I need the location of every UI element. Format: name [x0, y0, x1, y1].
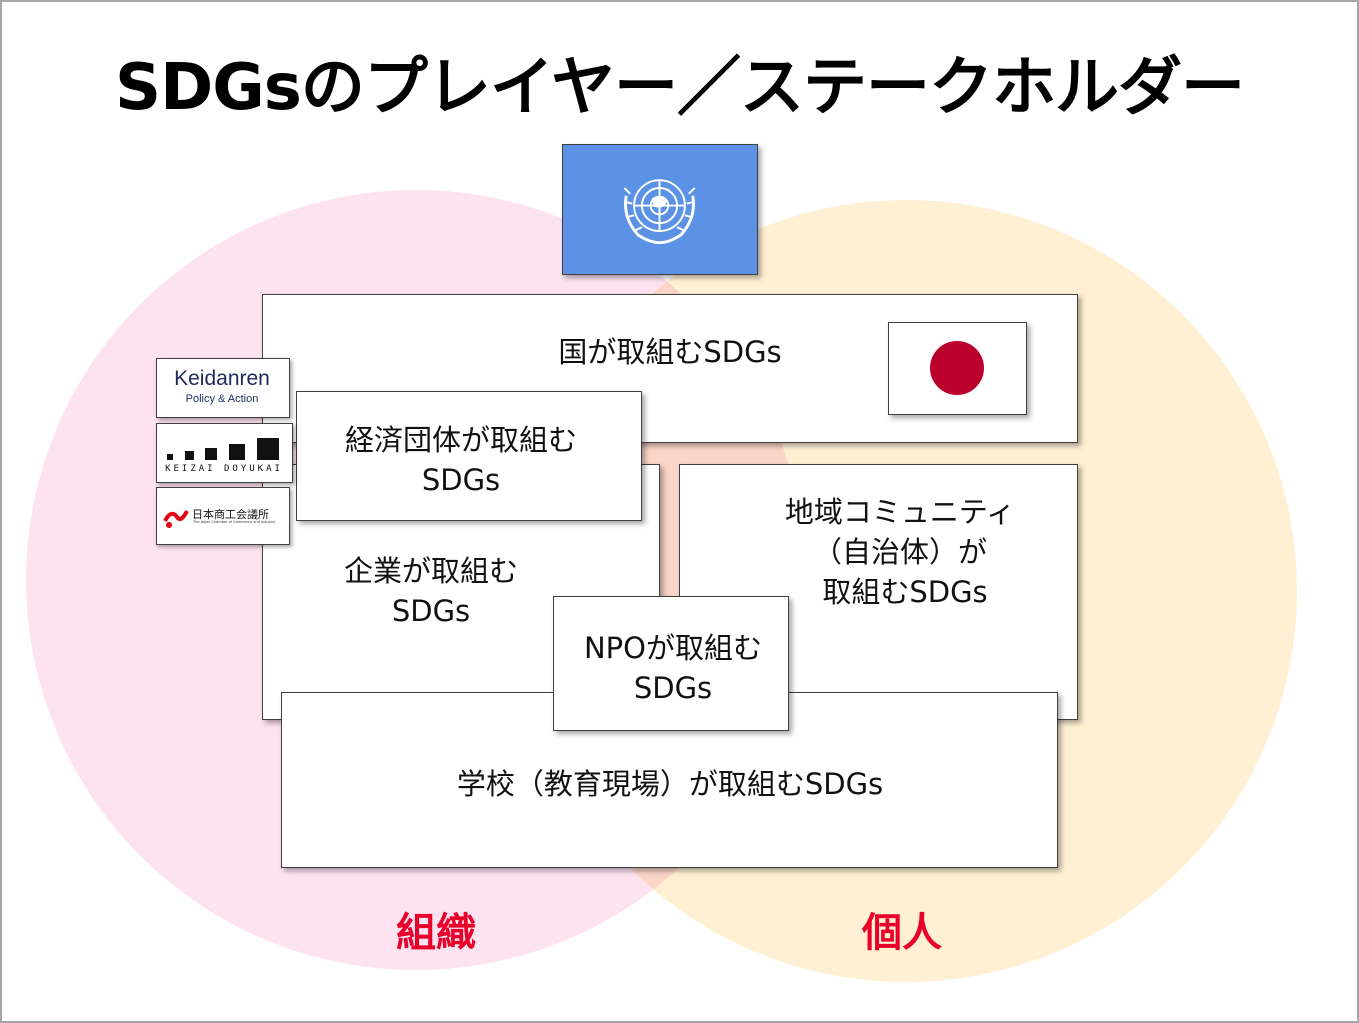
page-title: SDGsのプレイヤー／ステークホルダー	[115, 51, 1245, 125]
company-sdgs-label-line2: SDGs	[391, 594, 471, 628]
country-sdgs-label: 国が取組むSDGs	[558, 335, 782, 369]
community-sdgs-label-line3: 取組むSDGs	[822, 575, 988, 609]
doyukai-squares-icon	[167, 438, 279, 460]
economic-org-sdgs-box	[296, 391, 642, 521]
npo-sdgs-label-line1: NPOが取組む	[583, 631, 762, 665]
un-flag-icon	[562, 144, 758, 275]
economic-org-sdgs-label-line1: 経済団体が取組む	[344, 423, 577, 457]
individual-label: 個人	[862, 910, 942, 956]
community-sdgs-label-line1: 地域コミュニティ	[784, 495, 1016, 529]
organization-label: 組織	[396, 910, 476, 956]
nissho-sub: The Japan Chamber of Commerce and Indust…	[193, 520, 276, 524]
npo-sdgs-box	[553, 596, 789, 731]
keidanren-logo: Keidanren Policy & Action	[156, 358, 290, 418]
nissho-mark-icon	[163, 510, 189, 528]
nissho-name: 日本商工会議所	[192, 508, 269, 521]
company-sdgs-label-line1: 企業が取組む	[343, 554, 518, 588]
economic-org-sdgs-label-line2: SDGs	[421, 463, 501, 497]
japan-flag-icon	[888, 322, 1027, 415]
npo-sdgs-label-line2: SDGs	[633, 671, 713, 705]
doyukai-name: KEIZAI DOYUKAI	[165, 464, 283, 474]
community-sdgs-label-line2: （自治体）が	[812, 535, 987, 569]
keidanren-name: Keidanren	[174, 367, 270, 390]
nissho-logo: 日本商工会議所 The Japan Chamber of Commerce an…	[156, 487, 290, 545]
school-sdgs-label: 学校（教育現場）が取組むSDGs	[456, 767, 884, 801]
keidanren-tagline: Policy & Action	[185, 393, 259, 405]
keizai-doyukai-logo: KEIZAI DOYUKAI	[156, 423, 293, 483]
